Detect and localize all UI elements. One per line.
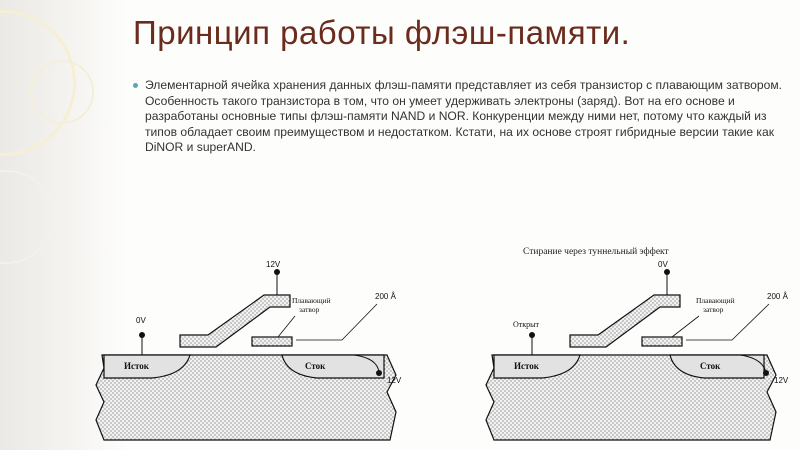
slide-title: Принцип работы флэш-памяти. <box>133 14 631 51</box>
decorative-ring <box>30 60 94 124</box>
oxide-thickness-label: 200 Å <box>767 292 789 301</box>
body-paragraph: Элементарной ячейка хранения данных флэш… <box>145 78 782 154</box>
drain-label: Сток <box>305 361 326 371</box>
gate-voltage-label: 0V <box>658 260 668 269</box>
control-gate <box>569 294 681 348</box>
source-region <box>103 354 191 379</box>
bullet-icon <box>133 83 138 88</box>
source-terminal <box>529 332 535 338</box>
drain-terminal <box>763 370 769 376</box>
source-region <box>493 354 581 379</box>
transistor-diagram-erasing: 0V Открыт Плавающий затвор 200 Å Исток С… <box>485 260 789 441</box>
drain-region <box>669 354 765 379</box>
floating-gate-label: затвор <box>299 305 320 314</box>
source-voltage-label: 0V <box>136 316 146 325</box>
drain-terminal <box>376 370 382 376</box>
drain-voltage-label: 12V <box>774 376 789 385</box>
source-terminal <box>139 332 145 338</box>
floating-gate-label: Плавающий <box>696 296 735 305</box>
floating-gate-label: Плавающий <box>292 296 331 305</box>
gate-terminal <box>664 269 670 275</box>
floating-gate-label: затвор <box>703 305 724 314</box>
floating-gate <box>641 336 683 347</box>
transistor-diagram-programming: 12V 0V Плавающий затвор 200 Å Исток Сток… <box>95 260 402 441</box>
drain-region <box>281 354 385 379</box>
erase-caption: Стирание через туннельный эффект <box>523 247 669 257</box>
source-state-label: Открыт <box>513 320 540 329</box>
floating-gate <box>251 336 293 347</box>
drain-label: Сток <box>700 361 721 371</box>
source-label: Исток <box>514 361 540 371</box>
oxide-thickness-label: 200 Å <box>375 292 397 301</box>
drain-voltage-label: 12V <box>387 376 402 385</box>
gate-voltage-label: 12V <box>266 260 281 269</box>
control-gate <box>179 294 291 348</box>
source-label: Исток <box>124 361 150 371</box>
gate-terminal <box>274 269 280 275</box>
